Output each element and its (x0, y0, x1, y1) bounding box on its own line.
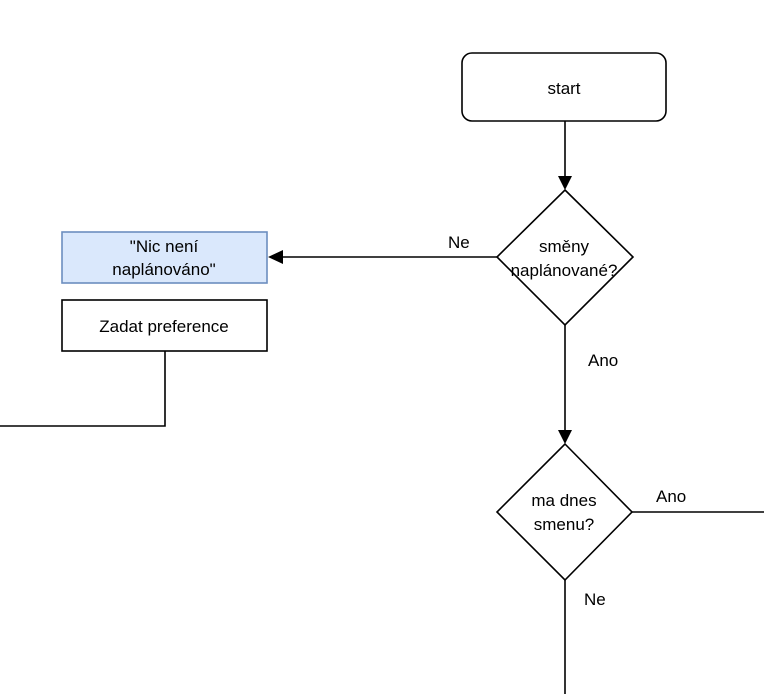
edge-preferences-out (0, 351, 166, 427)
edge-today-yes: Ano (632, 487, 764, 513)
nothing-planned-label-line1: "Nic není (130, 237, 199, 256)
edge-label-today-no: Ne (584, 590, 606, 609)
edge-start-to-decision (558, 121, 572, 190)
decision-shift-today[interactable]: ma dnes smenu? (495, 442, 634, 582)
edge-today-no: Ne (564, 580, 606, 694)
decision-today-label-line2: smenu? (534, 515, 594, 534)
start-node-label: start (547, 79, 580, 98)
start-node[interactable]: start (461, 52, 667, 122)
decision-shifts-label-line1: směny (539, 237, 590, 256)
decision-shifts-label-line2: naplánované? (511, 261, 618, 280)
arrowhead-down (558, 176, 572, 190)
enter-preferences-label: Zadat preference (99, 317, 228, 336)
edge-label-no: Ne (448, 233, 470, 252)
decision-shifts-planned[interactable]: směny naplánované? (495, 188, 635, 327)
decision-today-label-line1: ma dnes (531, 491, 596, 510)
nothing-planned-label-line2: naplánováno" (112, 260, 215, 279)
enter-preferences-node[interactable]: Zadat preference (61, 299, 268, 352)
edge-label-yes: Ano (588, 351, 618, 370)
nothing-planned-node[interactable]: "Nic není naplánováno" (61, 231, 268, 284)
arrowhead-left (268, 250, 283, 264)
edge-label-today-yes: Ano (656, 487, 686, 506)
edge-shifts-no: Ne (268, 233, 497, 264)
edge-shifts-yes: Ano (558, 325, 618, 444)
arrowhead-down (558, 430, 572, 444)
